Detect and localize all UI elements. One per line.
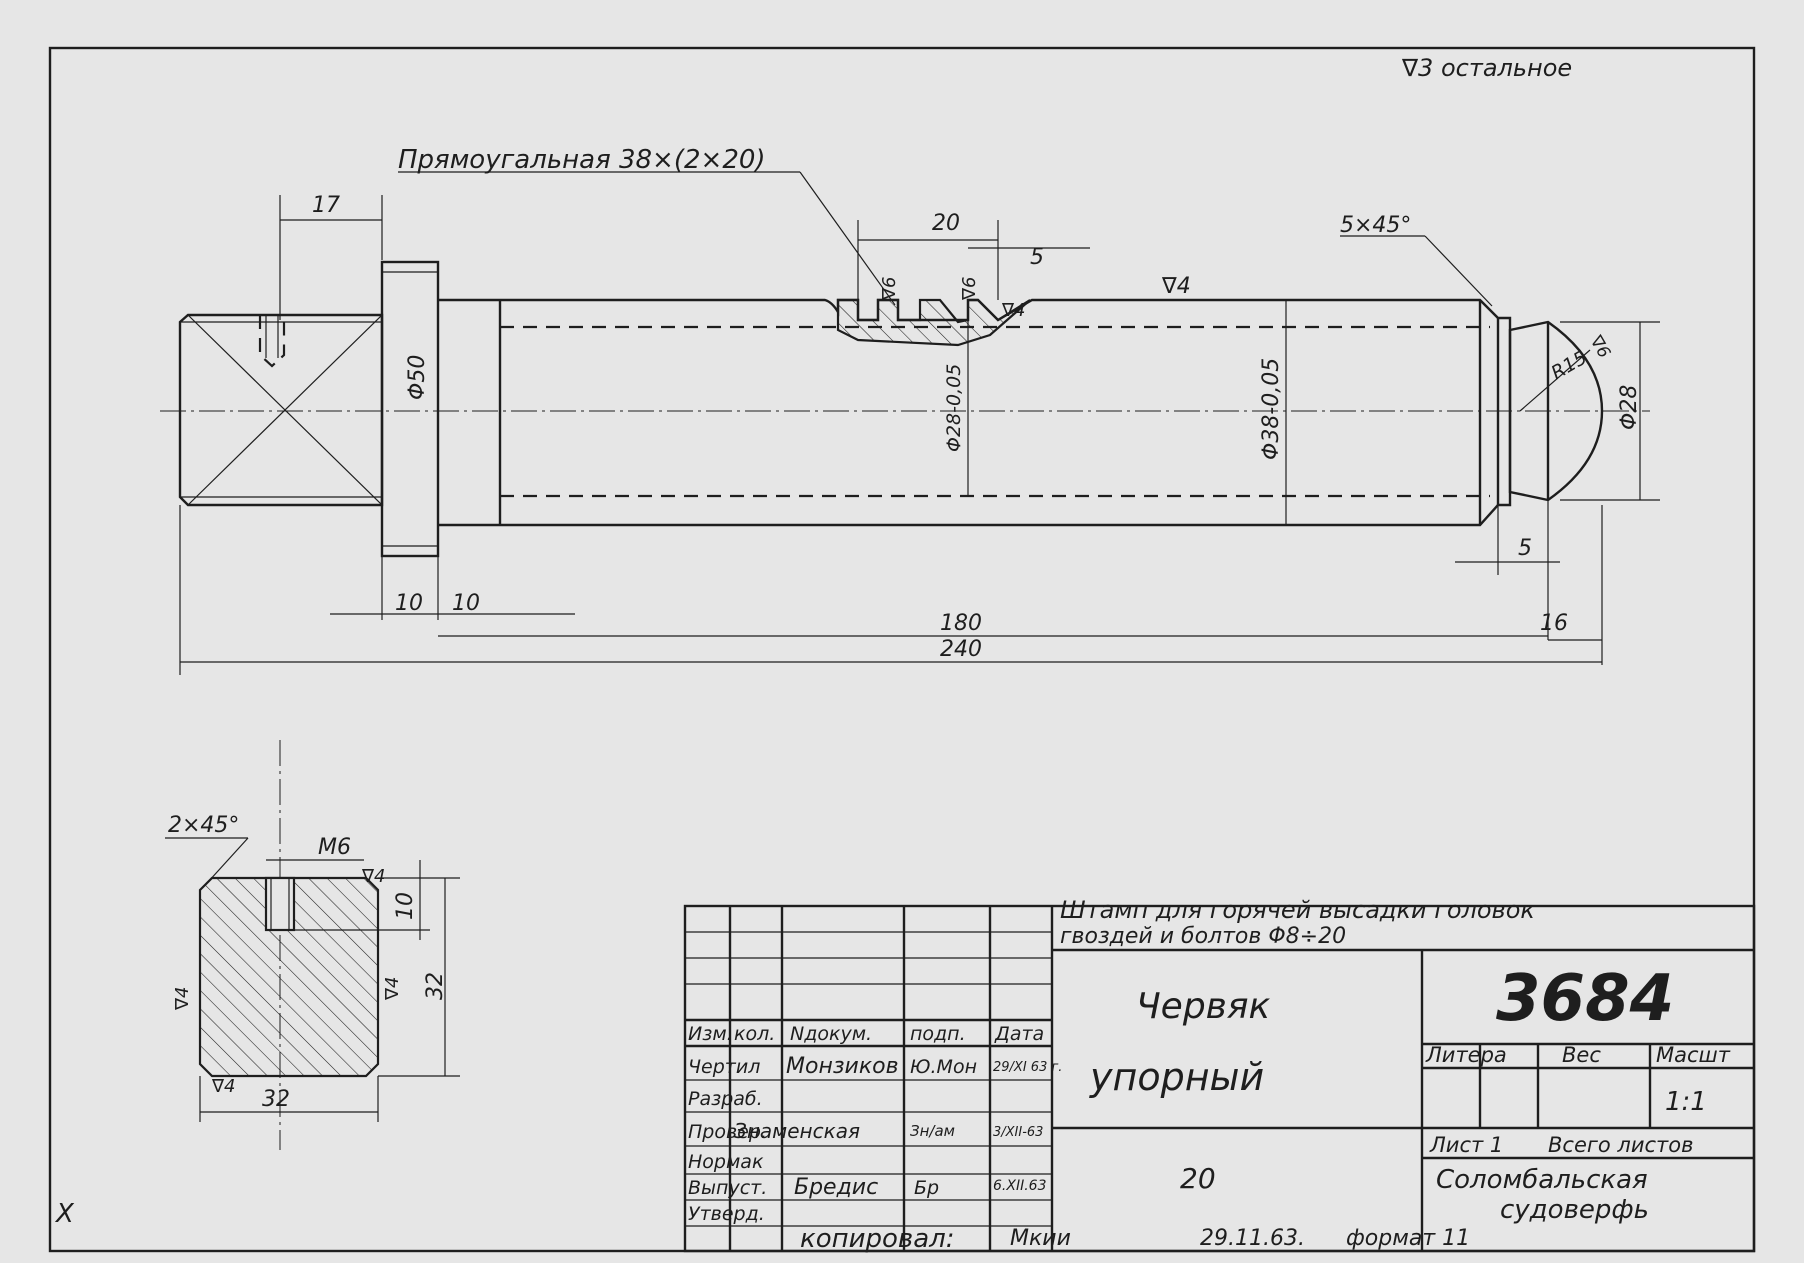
dim-32-vertical: 32 [423,972,448,1000]
footer-copier-sign: Мкии [1010,1226,1071,1251]
keyway-section [836,298,1031,347]
header-podp: подп. [910,1023,966,1045]
surface-mark-shaft: ∇4 [1161,274,1191,299]
material: 20 [1180,1162,1216,1195]
footer-copy-date: 29.11.63. [1200,1226,1305,1251]
dim-10-section: 10 [393,892,418,920]
dim-phi38: Φ38-0,05 [1259,358,1284,460]
chamfer-5x45: 5×45° [1340,213,1411,238]
dim-32-horizontal: 32 [262,1087,290,1112]
part-name-2: упорный [1089,1055,1264,1099]
assembly-title-2: гвоздей и болтов Φ8÷20 [1060,924,1346,949]
row-2-role: Разраб. [688,1088,763,1110]
row-5-date: 6.XII.63 [993,1178,1046,1194]
dim-16: 16 [1540,611,1568,636]
header-ndokum: Nдокум. [790,1023,872,1045]
square-head [178,313,384,507]
row-6-role: Утверд. [688,1203,765,1225]
dome-tip [1508,320,1604,502]
surface-mark-slot-1: ∇6 [879,277,900,302]
section-mark-left: ∇4 [172,987,193,1012]
row-1-date: 29/XI 63 г. [993,1060,1062,1075]
dim-20-slot: 20 [932,211,960,236]
row-3-date: 3/XII-63 [993,1125,1043,1140]
row-3-signature: Зн/ам [910,1122,955,1140]
row-5-name: Бредис [794,1175,878,1200]
section-mark-bottom: ∇4 [211,1076,236,1097]
dim-180: 180 [940,611,982,636]
flange [380,260,440,558]
row-1-signature: Ю.Мон [910,1056,977,1078]
sheets-total-label: Всего листов [1548,1133,1694,1157]
row-5-role: Выпуст. [688,1177,767,1199]
surface-note: ∇3 остальное [1401,54,1572,82]
section-mark-right: ∇4 [382,977,403,1002]
footer-format: формат 11 [1346,1226,1470,1251]
row-5-signature: Бр [914,1177,939,1199]
part-name-1: Червяк [1136,986,1271,1027]
corner-mark: Х [54,1199,75,1229]
header-izm: Изм. [688,1023,733,1045]
litera-label: Литера [1425,1043,1507,1067]
shaft-body [500,298,1512,527]
dim-phi50: Φ50 [405,355,430,400]
row-1-role: Чертил [688,1056,760,1078]
section-square [198,876,380,1078]
keyway-callout: Прямоугальная 38×(2×20) [398,145,766,175]
sheet-label: Лист 1 [1429,1133,1503,1157]
row-4-role: Нормак [688,1151,764,1173]
row-1-name: Монзиков [786,1054,899,1079]
dim-17: 17 [312,193,340,218]
header-data: Дата [994,1023,1044,1045]
surface-mark-slot-3: ∇4 [1001,300,1026,321]
main-view-dimensions: 17 Φ50 Прямоугальная 38×(2×20) 20 5 ∇6 ∇… [179,145,1660,675]
chamfer-2x45: 2×45° [168,813,239,838]
dim-5-tip: 5 [1518,536,1532,561]
dim-10-left: 10 [395,591,423,616]
row-3-name: Знаменская [734,1119,860,1143]
section-mark-top: ∇4 [361,866,386,887]
drawing-number: 3684 [1496,962,1674,1036]
dim-phi28-tip: Φ28 [1617,385,1642,430]
surface-mark-slot-2: ∇6 [959,277,980,302]
footer-copied-by: копировал: [800,1224,955,1254]
weight-label: Вес [1562,1043,1601,1067]
dim-10-right: 10 [452,591,480,616]
radius-r15: R15 [1548,347,1591,385]
scale-value: 1:1 [1665,1087,1707,1117]
organization-1: Соломбальская [1436,1165,1648,1195]
organization-2: судоверфь [1500,1195,1649,1225]
dim-5-slot: 5 [1030,245,1044,270]
header-kol: кол. [734,1023,775,1045]
assembly-title-1: Штамп для горячей высадки головок [1060,896,1535,924]
dim-phi28-neck: Φ28-0,05 [943,364,965,452]
section-view: 2×45° М6 ∇4 ∇4 ∇4 ∇4 10 32 32 [165,740,460,1150]
title-block: Изм. кол. Nдокум. подп. Дата Чертил Монз… [683,896,1756,1253]
dim-240: 240 [940,637,982,662]
surface-mark-tip: ∇6 [1585,332,1614,362]
main-view-shaft [160,260,1650,558]
scale-label: Масшт [1656,1043,1731,1067]
threaded-hole [258,315,286,368]
row-3-role: Провер. [688,1121,767,1143]
thread-m6: М6 [318,835,351,860]
